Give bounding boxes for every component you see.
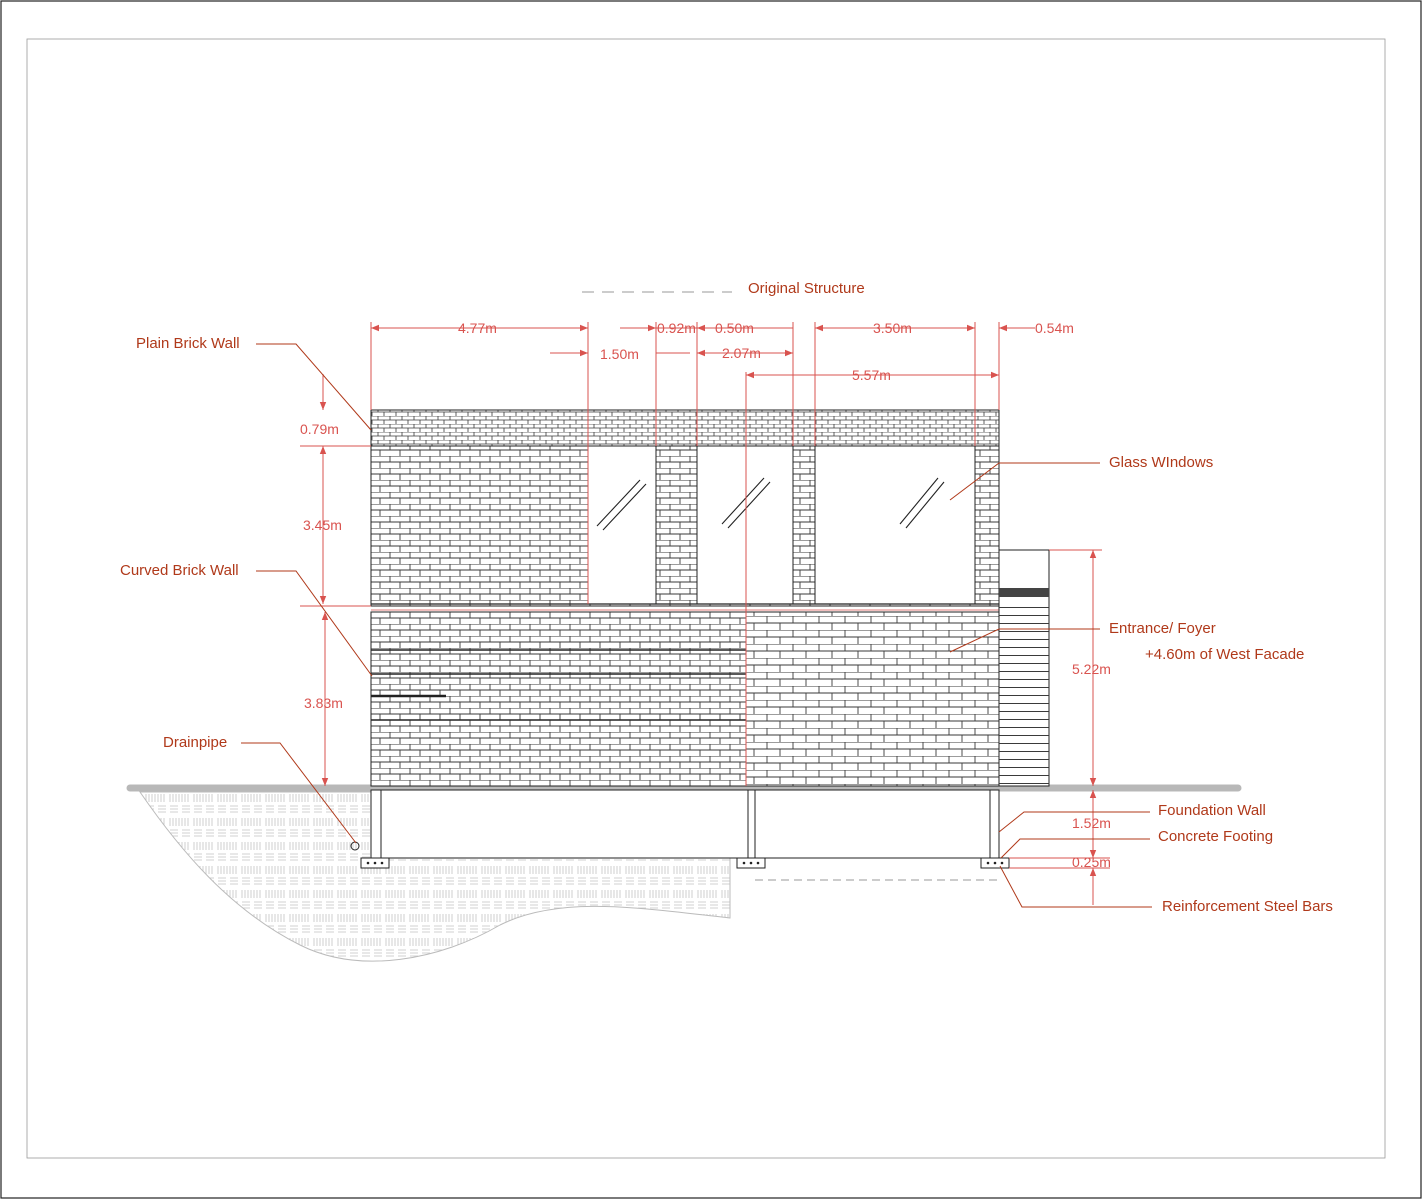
glass-reflection-marks [596, 477, 945, 531]
label-glass-windows: Glass WIndows [1109, 454, 1213, 471]
dim-0-54: 0.54m [1035, 320, 1074, 336]
dim-4-77: 4.77m [458, 320, 497, 336]
label-reinforcement-steel-bars: Reinforcement Steel Bars [1162, 898, 1333, 915]
dim-5-57: 5.57m [852, 367, 891, 383]
label-entrance-foyer: Entrance/ Foyer [1109, 620, 1216, 637]
dim-1-52: 1.52m [1072, 815, 1111, 831]
reinforcement-bars [366, 861, 1004, 865]
dim-3-45: 3.45m [303, 517, 342, 533]
dimension-lines [300, 322, 1110, 905]
legend-original-structure: Original Structure [748, 280, 865, 297]
dim-0-25: 0.25m [1072, 854, 1111, 870]
plain-brick-wall-band [370, 409, 1000, 447]
label-foundation-wall: Foundation Wall [1158, 802, 1266, 819]
label-curved-brick-wall: Curved Brick Wall [120, 562, 239, 579]
lower-right-brick-wall [745, 611, 1000, 787]
dim-5-22: 5.22m [1072, 661, 1111, 677]
label-plain-brick-wall: Plain Brick Wall [136, 335, 240, 352]
building-elevation [350, 409, 1050, 881]
glass-window-3 [814, 445, 976, 605]
label-drainpipe: Drainpipe [163, 734, 227, 751]
curved-brick-wall [370, 611, 747, 787]
dim-3-50: 3.50m [873, 320, 912, 336]
dim-1-50: 1.50m [600, 346, 639, 362]
dim-0-50: 0.50m [715, 320, 754, 336]
label-concrete-footing: Concrete Footing [1158, 828, 1273, 845]
dim-2-07: 2.07m [722, 345, 761, 361]
foundation-wall [370, 789, 1000, 859]
glass-window-2 [696, 445, 794, 605]
dim-0-79: 0.79m [300, 421, 339, 437]
inner-frame [26, 38, 1386, 1159]
dim-3-83: 3.83m [304, 695, 343, 711]
label-entrance-note: +4.60m of West Facade [1145, 646, 1304, 663]
dim-0-92: 0.92m [657, 320, 696, 336]
leader-lines [241, 343, 1152, 908]
